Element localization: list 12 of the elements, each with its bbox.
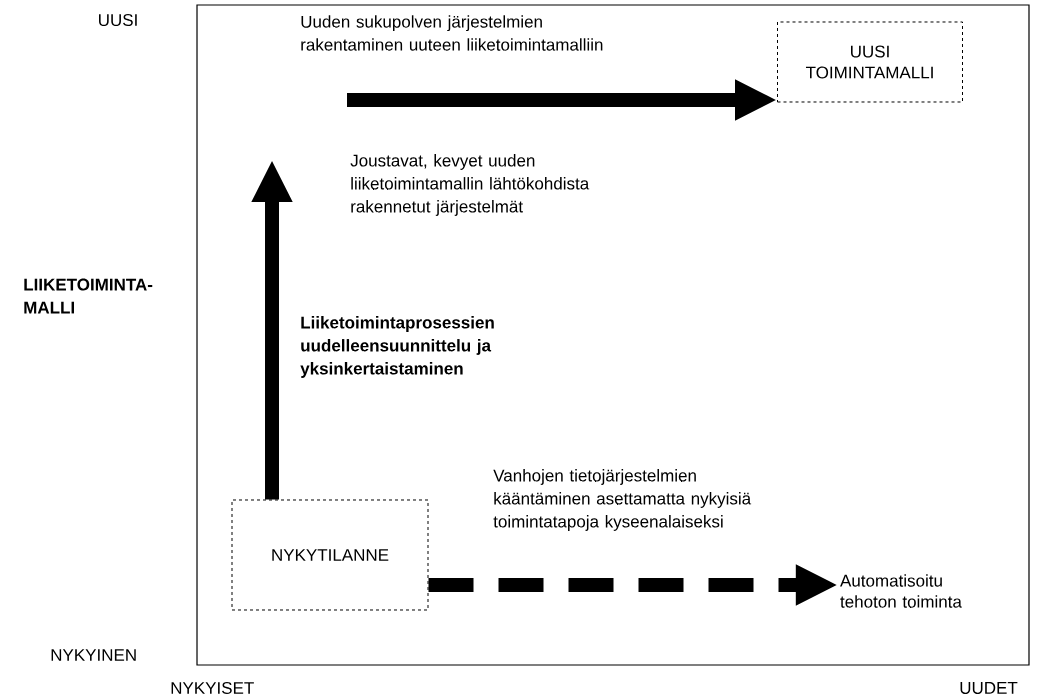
- edge-label: Liiketoimintaprosessien uudelleensuunnittelu ja yksinkertaistaminen: [300, 316, 494, 378]
- note-text: Joustavat, kevyet uuden liiketoimintamallin lähtökohdista rakennetut järjestelmät: [350, 154, 590, 216]
- dashed-box: UUSI TOIMINTAMALLI: [777, 21, 963, 103]
- axis-title: LIIKETOIMINTA-MALLI: [24, 278, 153, 314]
- dashed-box: NYKYTILANNE: [231, 499, 429, 611]
- outcome-text: Automatisoitu tehoton toiminta: [840, 574, 962, 608]
- axis-label: UUSI: [99, 14, 137, 27]
- edge-label: Uuden sukupolven järjestelmien rakentaminen uuteen liiketoimintamalliin: [301, 15, 603, 51]
- edge-label: Vanhojen tietojärjestelmien kääntäminen asettamatta nykyisiä toimintatapoja kyseenalaiseksi: [493, 469, 752, 531]
- axis-label: NYKYISET: [171, 681, 254, 694]
- axis-label: UUDET: [960, 682, 1018, 694]
- axis-label: NYKYINEN: [51, 649, 136, 661]
